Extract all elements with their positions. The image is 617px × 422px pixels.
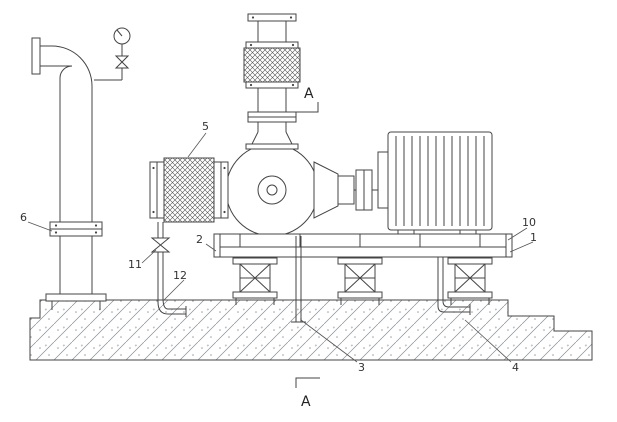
callout-6: 6: [20, 211, 27, 224]
coupling-half: [355, 169, 365, 211]
flange: [156, 161, 165, 219]
flange: [220, 161, 229, 219]
vibration-isolator: [337, 257, 383, 305]
pump: [225, 143, 378, 237]
vibration-isolator: [232, 257, 278, 305]
flange: [247, 111, 297, 118]
drain-pipe-right: [437, 257, 471, 315]
frame-upper-channel: [213, 233, 513, 248]
motor-foot: [397, 229, 415, 235]
callout-12: 12: [173, 269, 187, 282]
pipe-flange: [49, 228, 103, 237]
pressure-gauge: [94, 27, 131, 81]
base-frame: [213, 233, 513, 258]
pipe-flange: [49, 221, 103, 230]
pump-inlet-flange: [245, 143, 299, 150]
callout-5: 5: [202, 120, 209, 133]
section-label-bottom: A: [301, 394, 311, 410]
suction-elbow-pipe: [31, 37, 107, 310]
flange: [213, 161, 222, 219]
vibration-isolators: [232, 257, 493, 305]
callouts: 5 6 11 12 2 10 1 3 4: [20, 120, 537, 374]
vibration-isolator: [447, 257, 493, 305]
flexible-connector-suction: [163, 157, 215, 223]
motor-end-bell: [377, 151, 389, 209]
concrete-foundation: [29, 299, 593, 361]
callout-3: 3: [358, 361, 365, 374]
gauge-valve-icon: [114, 55, 130, 63]
section-mark-bottom: A: [295, 377, 320, 410]
electric-motor: [377, 131, 493, 235]
drain-valve-icon: [150, 237, 171, 246]
elbow-end-flange: [31, 37, 41, 75]
callout-4: 4: [512, 361, 519, 374]
drain-pipe-left: [150, 222, 187, 317]
coupling-half: [363, 169, 373, 211]
suction-line: [149, 157, 229, 223]
callout-1: 1: [530, 231, 537, 244]
callout-11: 11: [128, 258, 142, 271]
flange: [245, 81, 299, 89]
frame-lower-channel: [213, 246, 513, 258]
bearing-housing: [337, 175, 355, 205]
callout-10: 10: [522, 216, 536, 229]
flange: [149, 161, 158, 219]
top-flange: [247, 13, 297, 22]
discharge-pipe: [243, 13, 301, 150]
flange: [245, 41, 299, 49]
section-label-top: A: [304, 86, 314, 102]
motor-foot: [459, 229, 477, 235]
callout-2: 2: [196, 233, 203, 246]
motor-body: [387, 131, 493, 231]
pipe-base-flange: [45, 293, 107, 302]
flexible-connector-discharge: [243, 47, 301, 83]
motor-fins: [395, 136, 485, 226]
flange: [247, 116, 297, 123]
pump-casing-cone: [313, 161, 339, 219]
section-mark-top: A: [294, 86, 319, 113]
